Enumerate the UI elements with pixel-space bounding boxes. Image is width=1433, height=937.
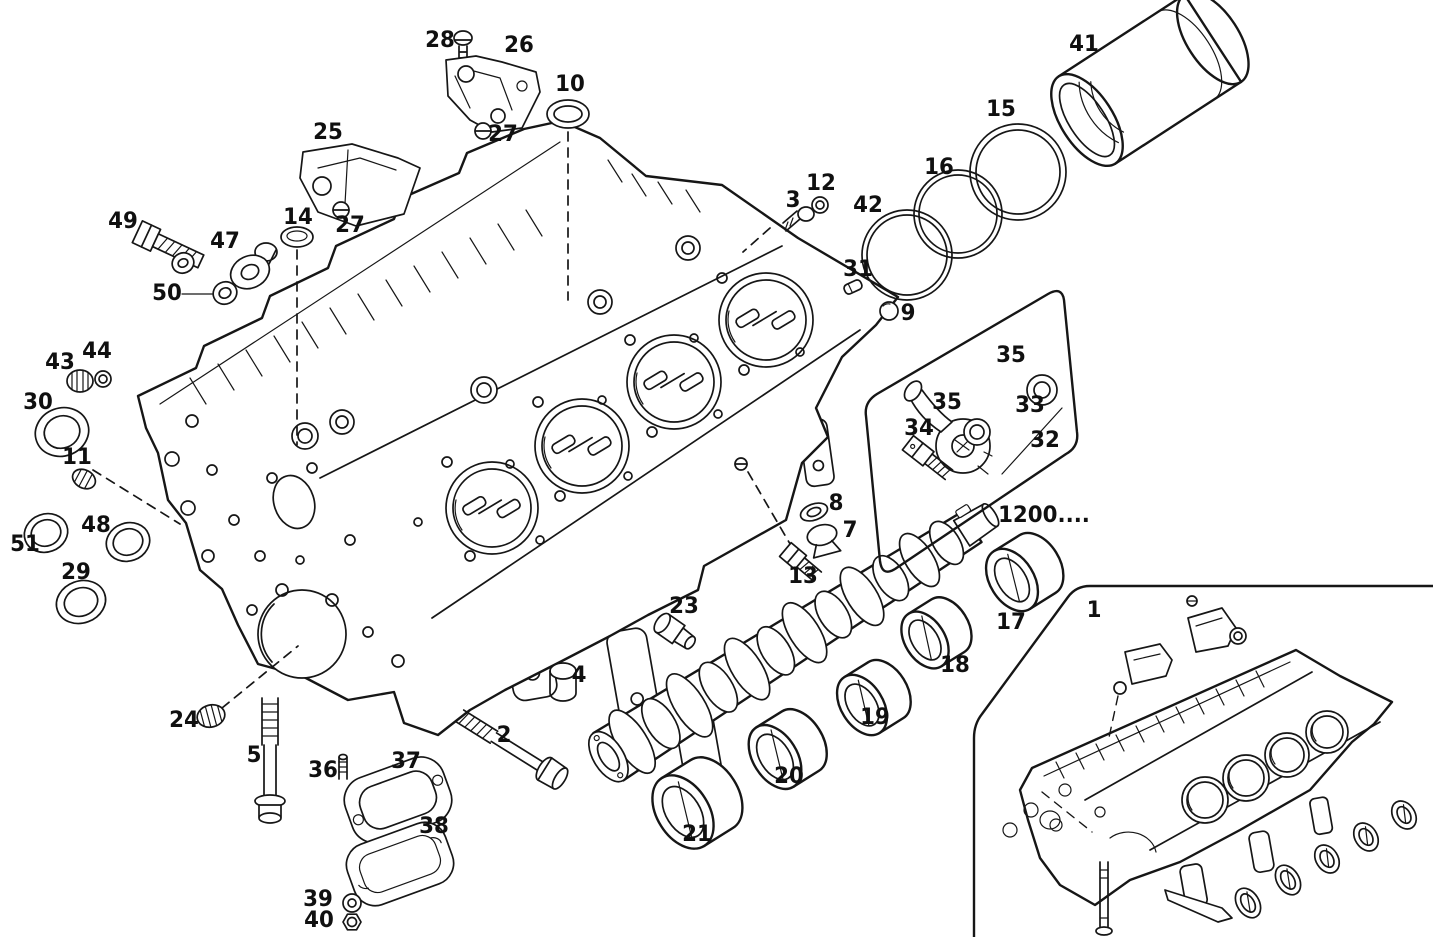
part-13-bolt: [778, 541, 823, 583]
inset-engine-block: [1018, 648, 1394, 909]
part-25-bracket: [299, 143, 421, 227]
part-15-piston-ring: [969, 123, 1067, 221]
part-11-plug: [71, 468, 97, 490]
cylinder-block: [136, 119, 900, 792]
part-5-stud-bolt: [254, 697, 286, 824]
part-48-seal: [105, 521, 151, 563]
part-9-ball: [879, 301, 899, 321]
part-18-bearing-bush: [900, 596, 973, 670]
part-21-bearing-bush: [651, 756, 744, 850]
part-7-plug: [806, 523, 842, 559]
leader-lines: [92, 131, 794, 709]
part-44-ring: [94, 370, 112, 388]
part-24-plug: [196, 703, 226, 729]
callout-box-32: [864, 289, 1079, 573]
part-16-piston-ring: [913, 169, 1003, 259]
part-23-plug: [653, 612, 697, 650]
part-14-plug: [280, 226, 314, 248]
cylinder-bores: [445, 272, 814, 555]
part-27-nut-top: [474, 122, 492, 140]
part-51-seal: [23, 512, 69, 554]
part-20-bearing-bush: [747, 708, 828, 791]
inset-bearing-shells: [1234, 800, 1418, 919]
part-12-washer: [811, 196, 829, 214]
inset-box: [972, 584, 1433, 937]
part-4-cup-plug: [549, 662, 577, 702]
part-8-clip-washer: [799, 502, 829, 522]
part-41-cylinder-liner: [1050, 0, 1250, 168]
part-40-nut: [342, 913, 362, 931]
part-38-cover-plate: [345, 821, 455, 907]
part-17-bearing-bush: [984, 531, 1065, 613]
deck-bolt-holes: [413, 272, 805, 562]
part-31-pin: [843, 279, 863, 295]
part-49-bolt: [131, 220, 205, 269]
part-35-washer-lower: [963, 418, 991, 446]
camshaft: [587, 502, 1000, 783]
part-2-bolt: [455, 709, 569, 790]
part-30-seal: [34, 406, 90, 458]
part-35-washer-upper: [1026, 374, 1058, 406]
part-3-bolt: [782, 206, 815, 232]
part-39-washer: [342, 893, 362, 913]
part-34-valve: [901, 434, 954, 481]
part-50-washers: [171, 251, 238, 306]
part-19-bearing-bush: [835, 658, 912, 737]
part-36-stud: [338, 753, 348, 780]
part-47-banjo-fitting: [229, 242, 278, 290]
part-33-lever: [903, 380, 993, 475]
part-26-bracket: [445, 55, 541, 133]
part-10-seal-ring: [546, 99, 590, 129]
oil-jet-boss: [734, 457, 748, 471]
part-29-seal: [55, 579, 107, 625]
part-27-nut-lower: [332, 201, 350, 219]
part-43-plug: [66, 369, 94, 393]
part-42-piston-ring: [861, 209, 953, 301]
deck-bosses: [291, 235, 701, 450]
front-face: [164, 414, 405, 679]
inset-small-parts: [1002, 595, 1418, 936]
